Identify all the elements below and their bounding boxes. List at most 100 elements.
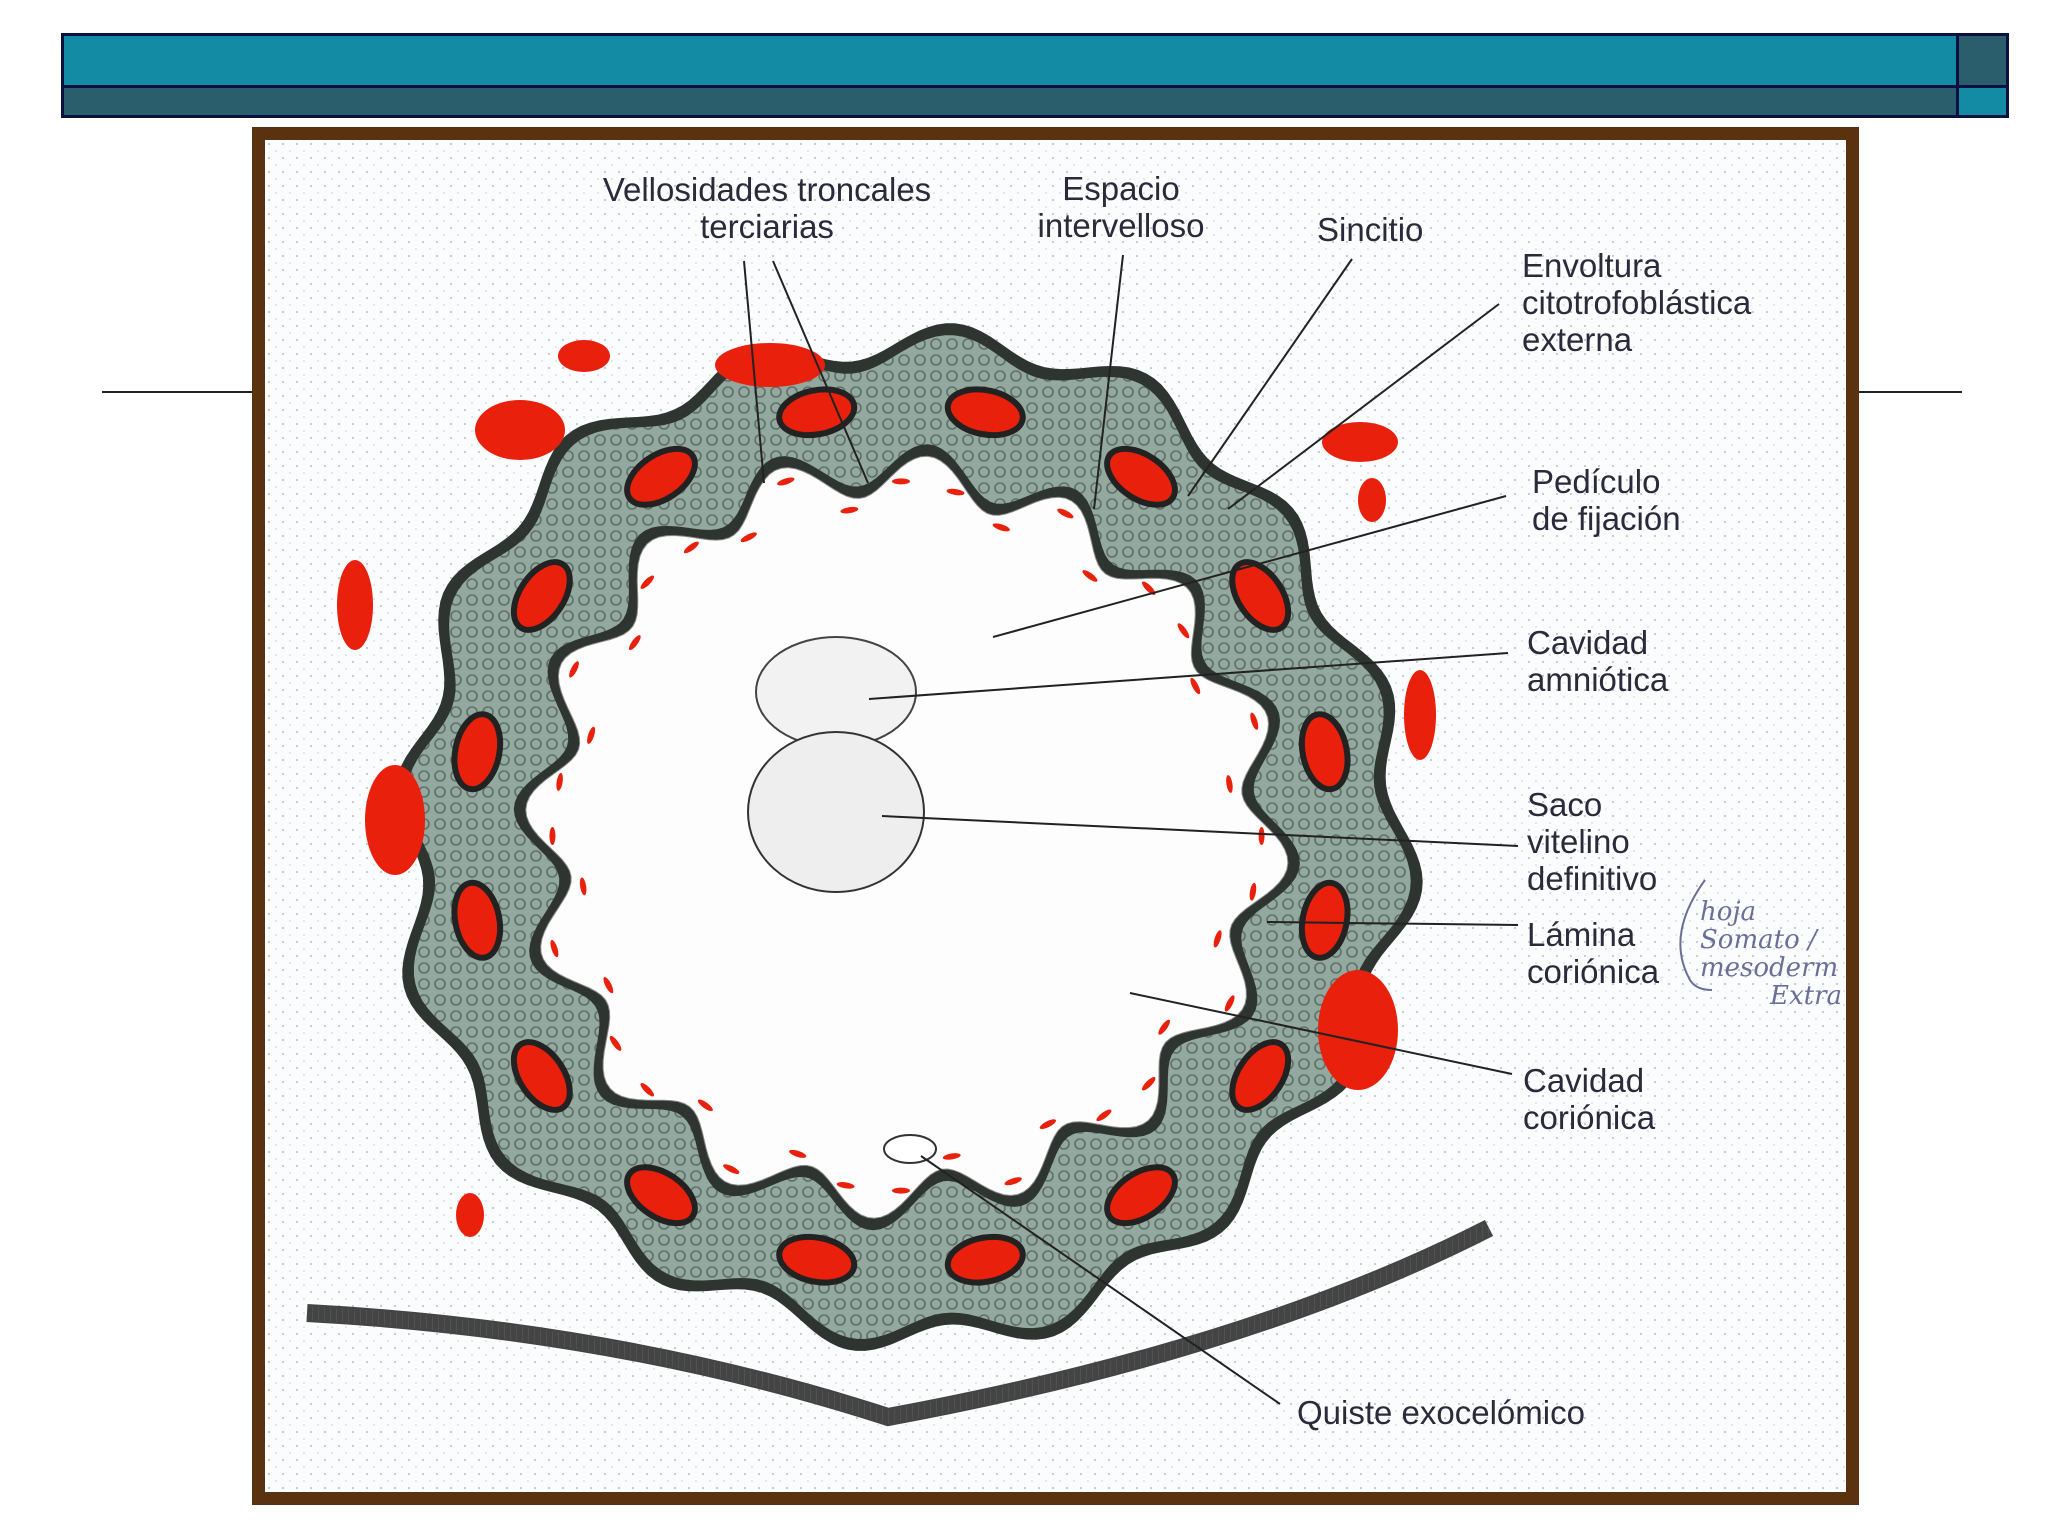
chorionic-vessel — [579, 877, 587, 896]
chorionic-vessel — [697, 1099, 713, 1112]
maternal-blood-lacuna — [365, 765, 425, 875]
label-line: Saco — [1527, 786, 1603, 823]
chorionic-vessel — [1057, 508, 1074, 519]
label-line: Envoltura — [1522, 247, 1662, 284]
chorionic-vessel — [1082, 570, 1098, 582]
chorionic-vessel — [942, 1153, 961, 1160]
chorionic-sac-diagram — [265, 140, 1846, 1492]
amniotic-cavity — [755, 636, 917, 748]
note-line: Somato / — [1700, 925, 1817, 955]
lacuna — [1229, 559, 1292, 633]
label-line: terciarias — [700, 208, 834, 245]
header-bar-top — [61, 33, 1959, 88]
maternal-blood-lacuna — [558, 340, 610, 372]
maternal-blood-lacuna — [715, 343, 825, 387]
lacuna — [451, 879, 504, 961]
chorionic-vessel — [1213, 930, 1222, 948]
label-line: definitivo — [1527, 860, 1658, 897]
label-line: vitelino — [1527, 823, 1630, 860]
chorionic-vessel — [723, 1164, 740, 1174]
maternal-blood-lacuna — [475, 400, 565, 460]
yolk-sac — [747, 731, 925, 893]
chorionic-vessel — [569, 661, 579, 678]
lacuna — [624, 1164, 698, 1227]
maternal-blood-lacuna — [1404, 670, 1436, 760]
label-line: Espacio — [1062, 170, 1180, 207]
label-line: Vellosidades troncales — [602, 171, 932, 208]
lacuna — [1229, 1039, 1292, 1113]
chorionic-vessel — [629, 635, 641, 651]
chorionic-vessel — [1190, 677, 1201, 695]
note-line: mesoderm — [1700, 953, 1839, 983]
chorionic-vessel — [840, 506, 859, 514]
chorionic-vessel — [549, 827, 556, 845]
lacuna — [1298, 711, 1351, 793]
lacuna — [944, 386, 1026, 439]
chorionic-vessel — [683, 541, 699, 554]
chorionic-vessel — [587, 726, 596, 744]
lacuna — [1104, 1164, 1178, 1227]
lacuna — [944, 1233, 1026, 1286]
chorionic-vessel — [1142, 1077, 1156, 1091]
label-line: citotrofoblástica — [1522, 284, 1752, 321]
maternal-blood-lacuna — [337, 560, 373, 650]
exocoelomic-cyst — [883, 1134, 937, 1164]
header-block-top — [1956, 33, 2009, 88]
lacuna — [510, 1039, 573, 1113]
chorionic-vessel — [1177, 623, 1190, 639]
label-line: Lámina — [1527, 916, 1636, 953]
chorionic-vessel — [1142, 581, 1156, 595]
handwritten-bracket — [1679, 879, 1713, 991]
maternal-blood-lacuna — [1322, 422, 1398, 462]
label-line: coriónica — [1523, 1099, 1656, 1136]
lacuna — [624, 445, 698, 508]
chorionic-vessel — [1258, 827, 1265, 845]
chorionic-vessel — [1004, 1177, 1022, 1186]
lacuna — [776, 386, 858, 439]
chorionic-vessel — [892, 478, 910, 485]
label-line: coriónica — [1527, 953, 1660, 990]
maternal-blood-lacuna — [1358, 478, 1386, 522]
label-quiste: Quiste exocelómico — [1297, 1394, 1585, 1431]
divider-left — [102, 391, 254, 393]
label-line: intervelloso — [1037, 207, 1205, 244]
chorionic-vessel — [1224, 995, 1235, 1012]
label-line: externa — [1522, 321, 1633, 358]
diagram-frame — [252, 127, 1859, 1505]
maternal-blood-lacuna — [456, 1193, 484, 1237]
chorionic-ring-edge — [395, 323, 1423, 1351]
chorionic-vessel — [556, 773, 563, 791]
label-sincitio: Sincitio — [1317, 211, 1424, 248]
chorionic-vessel — [836, 1182, 855, 1189]
chorionic-vessel — [1226, 775, 1233, 793]
note-line: Extra — [1770, 981, 1843, 1010]
chorionic-vessel — [992, 523, 1010, 532]
chorionic-vessel — [640, 1083, 654, 1097]
chorionic-vessel — [892, 1187, 910, 1194]
maternal-blood-lacuna — [1318, 970, 1398, 1090]
chorionic-vessel — [550, 939, 559, 958]
header-block-bottom — [1956, 85, 2009, 118]
handwritten-note: hoja Somato / mesoderm Extra — [1700, 898, 1846, 1010]
label-line: amniótica — [1527, 661, 1669, 698]
lacuna — [776, 1233, 858, 1286]
header-bar-bottom — [61, 85, 1959, 118]
chorionic-vessel — [1039, 1119, 1056, 1130]
lacuna — [451, 711, 504, 793]
note-line: hoja — [1700, 898, 1756, 927]
label-line: Cavidad — [1523, 1062, 1645, 1099]
chorionic-vessel — [603, 976, 614, 994]
chorionic-vessel — [1158, 1019, 1170, 1035]
chorionic-vessel — [640, 575, 654, 589]
chorionic-vessel — [1250, 712, 1259, 730]
chorionic-vessel — [789, 1149, 807, 1158]
chorionic-vessel — [946, 488, 965, 496]
